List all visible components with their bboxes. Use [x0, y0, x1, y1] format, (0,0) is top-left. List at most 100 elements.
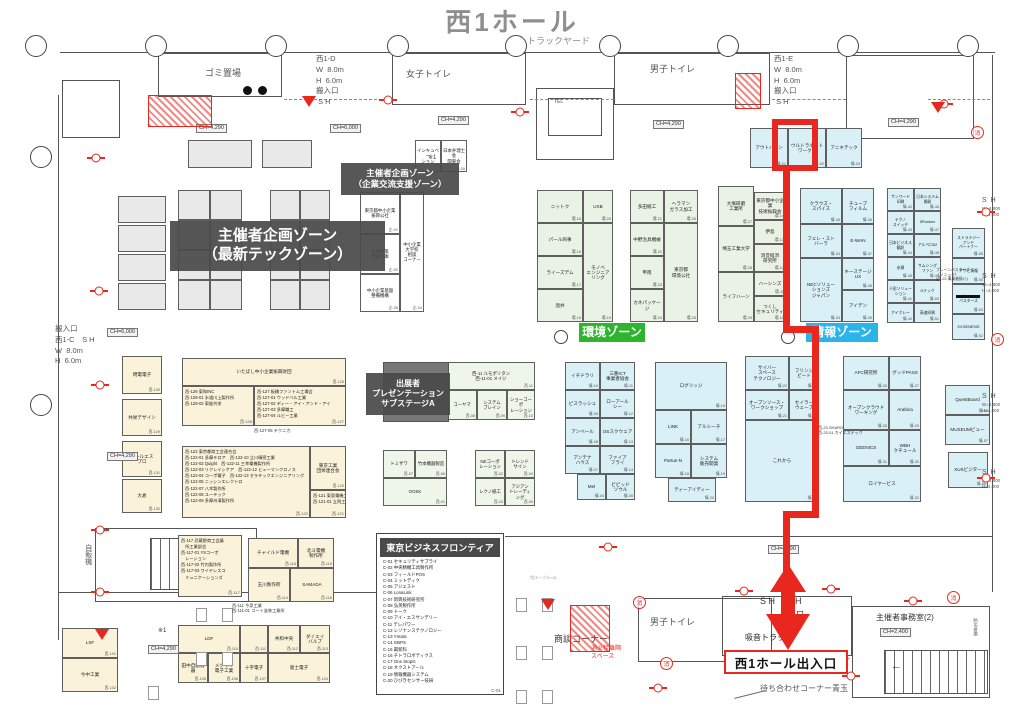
booth-tag: 情-13: [623, 440, 633, 444]
booth: 共栄デザイン西-129: [122, 399, 162, 436]
exhibitor-list-lines: 西-121 東亜電機工業 西-121-01 立飛工業: [313, 493, 346, 505]
booth-tag: 環-26: [686, 217, 696, 221]
booth-label: Mel: [587, 484, 596, 490]
zone-badge-organizer-main: 主催者企画ゾーン （最新テックゾーン）: [170, 221, 385, 271]
map-label: 吸音トラップ: [745, 633, 793, 642]
booth-tag: 情-52: [973, 334, 983, 338]
hall-exit-label: 西1ホール出入口: [724, 650, 848, 674]
wall-line: [852, 606, 990, 698]
extinguisher-icon: 消: [947, 591, 960, 604]
booth-label: 東京工業 団体連合会: [316, 462, 340, 473]
booth: コーヤマ西-08: [447, 390, 477, 420]
fire-hydrant-icon: [379, 96, 397, 104]
booth-label: 酒井: [555, 302, 565, 308]
booth: NEコーポ レーション西-02: [475, 450, 505, 478]
booth: ダイエイ バルブ西-113: [300, 625, 330, 653]
booth-tag: 西-121: [331, 511, 344, 516]
wall-sh-label: S H: [982, 393, 997, 400]
booth: 十字電子西-107: [240, 653, 268, 683]
pillar: [25, 35, 47, 57]
frontier-list-item: C-14 GBPS: [383, 640, 406, 646]
booth-label: QuestBoard: [955, 397, 980, 403]
booth-tag: 情-49: [929, 274, 939, 278]
hatched-area: [148, 95, 212, 127]
booth-label: ビスラッシュ: [568, 401, 597, 407]
booth-tag: 環-18: [571, 316, 581, 320]
booth-tag: 情-36: [862, 218, 872, 222]
booth-label: システム 販売開発: [699, 455, 719, 466]
fire-hydrant-icon: [735, 587, 753, 595]
booth-label: ローアール シー: [606, 398, 629, 409]
booth: 玉川製作所西-114: [248, 568, 290, 602]
booth: [262, 140, 312, 168]
frontier-list-item: C-15 最新科: [383, 646, 407, 652]
pillar: [554, 330, 568, 344]
booth-label: アジアン トレーディング: [509, 484, 531, 500]
booth: 明電電子西-130: [122, 356, 162, 394]
booth-tag: 情-21: [777, 414, 787, 418]
booth-label: アイデン: [848, 303, 868, 309]
booth: パール商事環-16: [537, 223, 583, 256]
booth: サイバー スペース テクノロジー情-22: [745, 356, 789, 390]
booth-label: ヘラマン ガラス加工: [669, 201, 693, 212]
booth-label: [193, 294, 195, 296]
wall-line: [846, 55, 974, 139]
booth: サンワード 印刷情-42: [887, 188, 914, 211]
stairs: [884, 650, 988, 694]
exhibitor-list-box: 西-128 東和INC 西-128-01 水道川上製作所 西-128-02 東販…: [182, 386, 254, 426]
wall-sh-label: S H: [982, 273, 997, 280]
booth-tag: 情-20: [704, 496, 714, 500]
map-label: 主催者事務室(2): [876, 613, 934, 622]
zone-badge-substage-a: 出展者 プレゼンテーション サブステージA: [366, 373, 450, 415]
ceiling-height-tag: CH=4,290: [107, 452, 138, 462]
booth-tag: 情-15: [715, 404, 725, 408]
booth: 中小企業 大学校 相談 コーナー企-04: [400, 192, 424, 312]
wall-line: [58, 95, 59, 640]
frontier-list-item: C-05 アジェスト: [383, 584, 416, 589]
wall-line: [772, 99, 846, 100]
booth: [210, 280, 242, 310]
booth-tag: 西-06: [435, 472, 445, 476]
booth-label: アルベロ52: [917, 243, 938, 248]
booth-label: 共栄デザイン: [128, 414, 156, 420]
booth-tag: 環-20: [601, 217, 611, 221]
wall-line: [614, 53, 770, 105]
booth-label: いたばし中小企業振興財団: [236, 369, 292, 375]
booth: ビスラッシュ情-09: [565, 390, 600, 418]
booth: [118, 283, 166, 310]
booth-tag: 情-26: [877, 384, 887, 388]
gate-label-west1-d: 西1-D W 8.0m H 6.0m 搬入口 S H: [316, 54, 344, 107]
ceiling-height-tag: CH=4,290: [438, 116, 469, 126]
booth-label: 5Runken: [919, 220, 936, 225]
gate-line: 搬入口: [55, 324, 78, 333]
booth-label: 三重ICT 事業者協会: [606, 370, 629, 381]
frontier-list-item: C-13 Ymatic: [383, 634, 408, 639]
booth: WBH クチュール情-30: [889, 430, 921, 466]
booth-label: Partus-N: [663, 458, 683, 464]
booth: ショーコーポ レーション西-10: [507, 390, 535, 420]
route-segment: [783, 511, 819, 518]
booth-label: 人形ソリュー ション: [889, 287, 912, 296]
booth-tag: 西-110: [226, 647, 238, 651]
booth-tag: 環-23: [652, 283, 662, 287]
booth-label: 今中工業: [80, 672, 100, 678]
booth-label: ロイヤービス: [868, 481, 896, 487]
booth-tag: 西-01: [435, 500, 445, 504]
booth-label: 東京都中小企業 技術振興会: [756, 198, 784, 214]
wall-line: [530, 99, 614, 100]
booth: 中野治具機械環-22: [630, 223, 664, 256]
route-arrow-up: [770, 564, 806, 592]
exhibitor-list-box: 西-127 板橋ファントム工場会 西-127-01 ウッドベル工業 西-127-…: [254, 386, 346, 426]
meeting-table: [516, 646, 527, 660]
booth-tag: 情-43: [902, 228, 912, 232]
booth-tag: 西-106: [226, 677, 238, 681]
booth: オープンクラウド ワーキング情-28: [843, 390, 889, 430]
frontier-list-item: C-09 トーク: [383, 609, 407, 614]
red-triangle-marker: [95, 629, 109, 640]
booth-label: ライーズデム: [546, 269, 574, 275]
gate-line: H 6.0m: [774, 75, 801, 85]
booth-tag: 西-104: [316, 677, 328, 681]
